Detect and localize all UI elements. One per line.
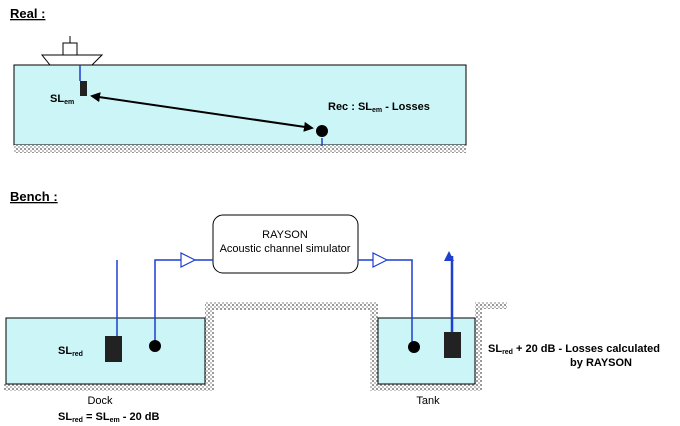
input-amplifier-icon [180, 252, 197, 268]
bench-heading: Bench : [10, 189, 58, 204]
receiver-hydrophone [316, 125, 328, 137]
simulator-description: Acoustic channel simulator [220, 243, 351, 255]
dock-source-label: SLred [58, 345, 83, 358]
output-amplifier-icon [372, 252, 389, 268]
input-wire [154, 259, 181, 340]
dock-source-transducer [105, 336, 122, 362]
tank-hydrophone [408, 341, 420, 353]
propagation-arrow [90, 92, 314, 132]
seabed [14, 145, 466, 153]
simulator-name: RAYSON [262, 229, 308, 241]
dock-name: Dock [87, 395, 113, 407]
output-wire [387, 259, 413, 342]
real-heading: Real : [10, 6, 45, 21]
ship-icon [40, 36, 104, 66]
tank-result-line2: by RAYSON [570, 357, 632, 369]
emitter-label: SLem [50, 93, 74, 106]
tank-name: Tank [416, 395, 440, 407]
receiver-label: Rec : SLem - Losses [328, 101, 430, 114]
emitter-transducer [80, 81, 87, 96]
tank-transducer [444, 332, 461, 358]
tank-result-line1: SLred + 20 dB - Losses calculated [488, 343, 660, 356]
dock-formula: SLred = SLem - 20 dB [58, 411, 159, 424]
rayson-simulator-box [212, 214, 359, 274]
dock-hydrophone [149, 340, 161, 352]
ground [4, 302, 507, 391]
